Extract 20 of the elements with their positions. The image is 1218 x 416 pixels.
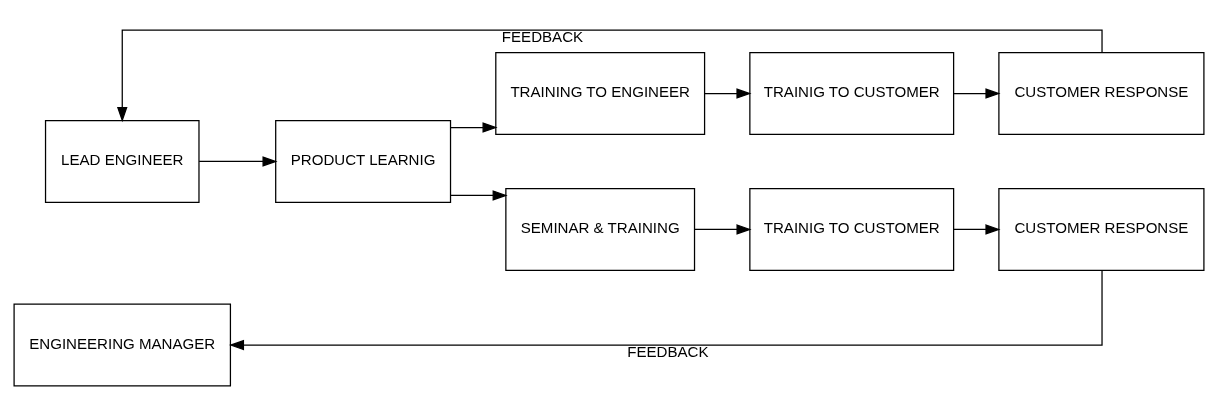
arrow (953, 224, 1001, 235)
arrow (116, 29, 1103, 123)
node-box: LEAD ENGINEER (44, 119, 200, 203)
node-box: ENGINEERING MANAGER (13, 303, 232, 387)
arrow (450, 122, 498, 133)
edge-label: FEEDBACK (501, 28, 584, 46)
node-box: SEMINAR & TRAINING (505, 187, 696, 271)
arrow (693, 224, 752, 235)
arrow (953, 88, 1001, 99)
node-box: TRAINIG TO CUSTOMER (749, 52, 955, 136)
edge-label: FEEDBACK (627, 343, 709, 361)
node-box: TRAINIG TO CUSTOMER (749, 187, 955, 271)
arrow (450, 190, 508, 201)
arrow (228, 269, 1103, 351)
node-box: PRODUCT LEARNIG (275, 119, 452, 203)
node-box: CUSTOMER RESPONSE (998, 52, 1205, 136)
node-box: CUSTOMER RESPONSE (998, 187, 1205, 271)
arrow (198, 156, 278, 167)
node-box: TRAINING TO ENGINEER (495, 52, 706, 136)
arrow (704, 88, 752, 99)
